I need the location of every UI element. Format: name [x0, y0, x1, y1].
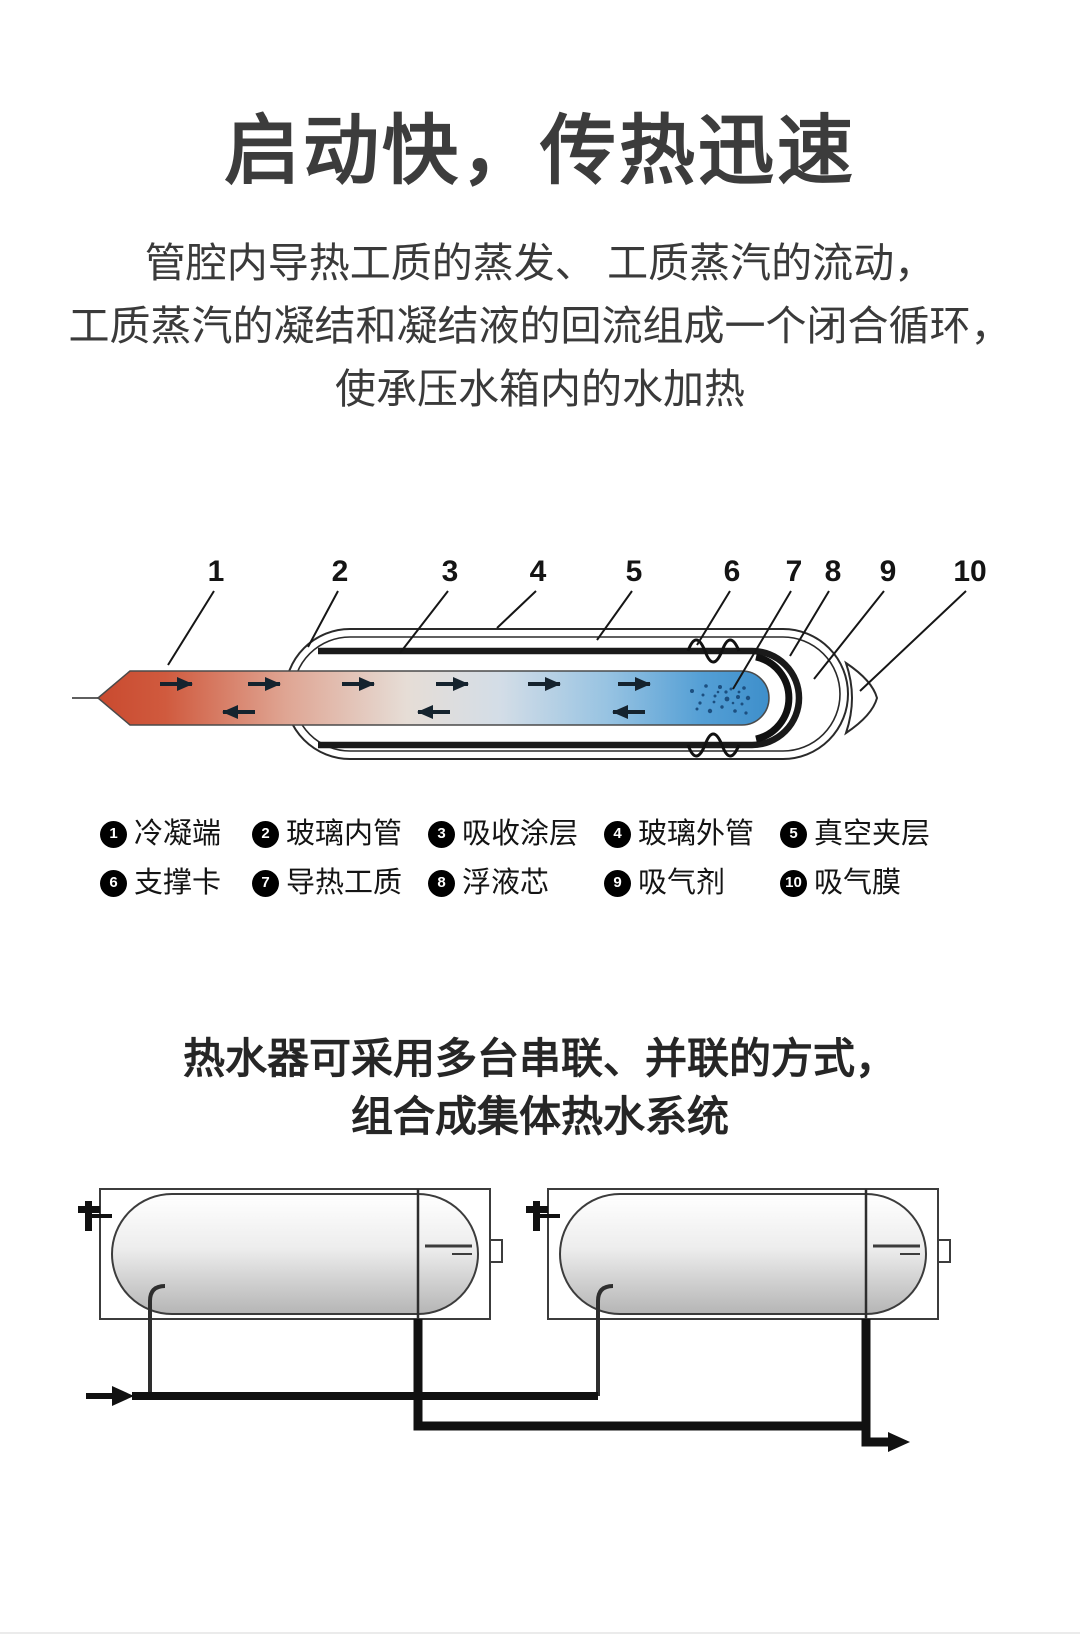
intro-line-2: 工质蒸汽的凝结和凝结液的回流组成一个闭合循环， [68, 303, 1012, 349]
intro-paragraph: 管腔内导热工质的蒸发、 工质蒸汽的流动， 工质蒸汽的凝结和凝结液的回流组成一个闭… [0, 232, 1080, 421]
legend-number-badge: 1 [100, 820, 127, 848]
intro-line-1: 管腔内导热工质的蒸发、 工质蒸汽的流动， [144, 240, 936, 286]
tank-unit-b [526, 1188, 951, 1396]
tank-system-diagram [78, 1188, 951, 1452]
legend-label: 吸气膜 [814, 867, 902, 899]
legend-item-1: 1 冷凝端 [100, 817, 252, 851]
outlet-arrow-icon [888, 1432, 910, 1452]
tube-legend: 1 冷凝端 2 玻璃内管 3 吸收涂层 4 玻璃外管 5 真空夹层 6 支撑卡 … [100, 817, 1080, 900]
legend-number-badge: 10 [780, 869, 807, 897]
legend-item-2: 2 玻璃内管 [252, 817, 428, 851]
legend-label: 真空夹层 [814, 818, 931, 850]
legend-label: 冷凝端 [134, 818, 222, 850]
system-title-line-1: 热水器可采用多台串联、并联的方式， [182, 1035, 897, 1082]
getter-speckles [690, 684, 751, 715]
legend-number-badge: 9 [604, 869, 631, 897]
outlet-pipe-a [413, 1319, 866, 1431]
inner-glass-tube [318, 647, 803, 749]
tank-b-valve [526, 1201, 560, 1231]
legend-item-5: 5 真空夹层 [780, 817, 1080, 851]
legend-label: 玻璃外管 [638, 818, 755, 850]
heat-pipe [96, 670, 770, 726]
callout-4: 4 [530, 555, 547, 588]
legend-label: 支撑卡 [134, 867, 222, 899]
vacuum-tube-diagram: 1 2 3 4 5 6 7 8 9 10 [72, 555, 987, 760]
legend-number-badge: 2 [252, 820, 279, 848]
legend-number-badge: 7 [252, 869, 279, 897]
legend-number-badge: 8 [428, 869, 455, 897]
legend-item-6: 6 支撑卡 [100, 866, 252, 900]
callout-8: 8 [825, 555, 842, 588]
legend-item-8: 8 浮液芯 [428, 866, 604, 900]
legend-number-badge: 6 [100, 869, 127, 897]
legend-item-7: 7 导热工质 [252, 866, 428, 900]
intro-line-3: 使承压水箱内的水加热 [335, 366, 745, 412]
callout-6: 6 [724, 555, 741, 588]
outlet-pipe-b [861, 1319, 888, 1447]
legend-number-badge: 4 [604, 820, 631, 848]
page-title: 启动快，传热迅速 [224, 109, 856, 194]
legend-label: 吸气剂 [638, 867, 726, 899]
tank-a-valve [78, 1201, 112, 1231]
legend-label: 玻璃内管 [286, 818, 403, 850]
callout-1: 1 [208, 555, 225, 588]
callout-2: 2 [332, 555, 349, 588]
leader-lines [167, 590, 967, 692]
clip-ring [755, 653, 793, 743]
legend-item-4: 4 玻璃外管 [604, 817, 780, 851]
system-title-line-2: 组合成集体热水系统 [350, 1093, 729, 1140]
legend-label: 导热工质 [286, 867, 403, 899]
legend-item-10: 10 吸气膜 [780, 866, 1080, 900]
support-clip [686, 638, 741, 758]
legend-number-badge: 5 [780, 820, 807, 848]
system-section-title: 热水器可采用多台串联、并联的方式， 组合成集体热水系统 [0, 1030, 1080, 1146]
legend-number-badge: 3 [428, 820, 455, 848]
tank-a-inlet-elbow [148, 1284, 166, 1396]
legend-label: 吸收涂层 [462, 818, 579, 850]
connection-pipes [132, 1319, 888, 1447]
tank-unit-a [78, 1188, 503, 1396]
callout-7: 7 [786, 555, 803, 588]
section-divider [0, 1632, 1080, 1634]
callout-10: 10 [953, 555, 986, 588]
callout-5: 5 [626, 555, 643, 588]
tank-b-inlet-elbow [596, 1284, 614, 1396]
tank-b-right-fitting [937, 1239, 951, 1263]
legend-label: 浮液芯 [462, 867, 550, 899]
callout-3: 3 [442, 555, 459, 588]
sealed-tip [844, 660, 879, 736]
callout-9: 9 [880, 555, 897, 588]
legend-item-3: 3 吸收涂层 [428, 817, 604, 851]
legend-item-9: 9 吸气剂 [604, 866, 780, 900]
tank-a-right-fitting [489, 1239, 503, 1263]
inlet-arrow-icon [86, 1386, 134, 1406]
